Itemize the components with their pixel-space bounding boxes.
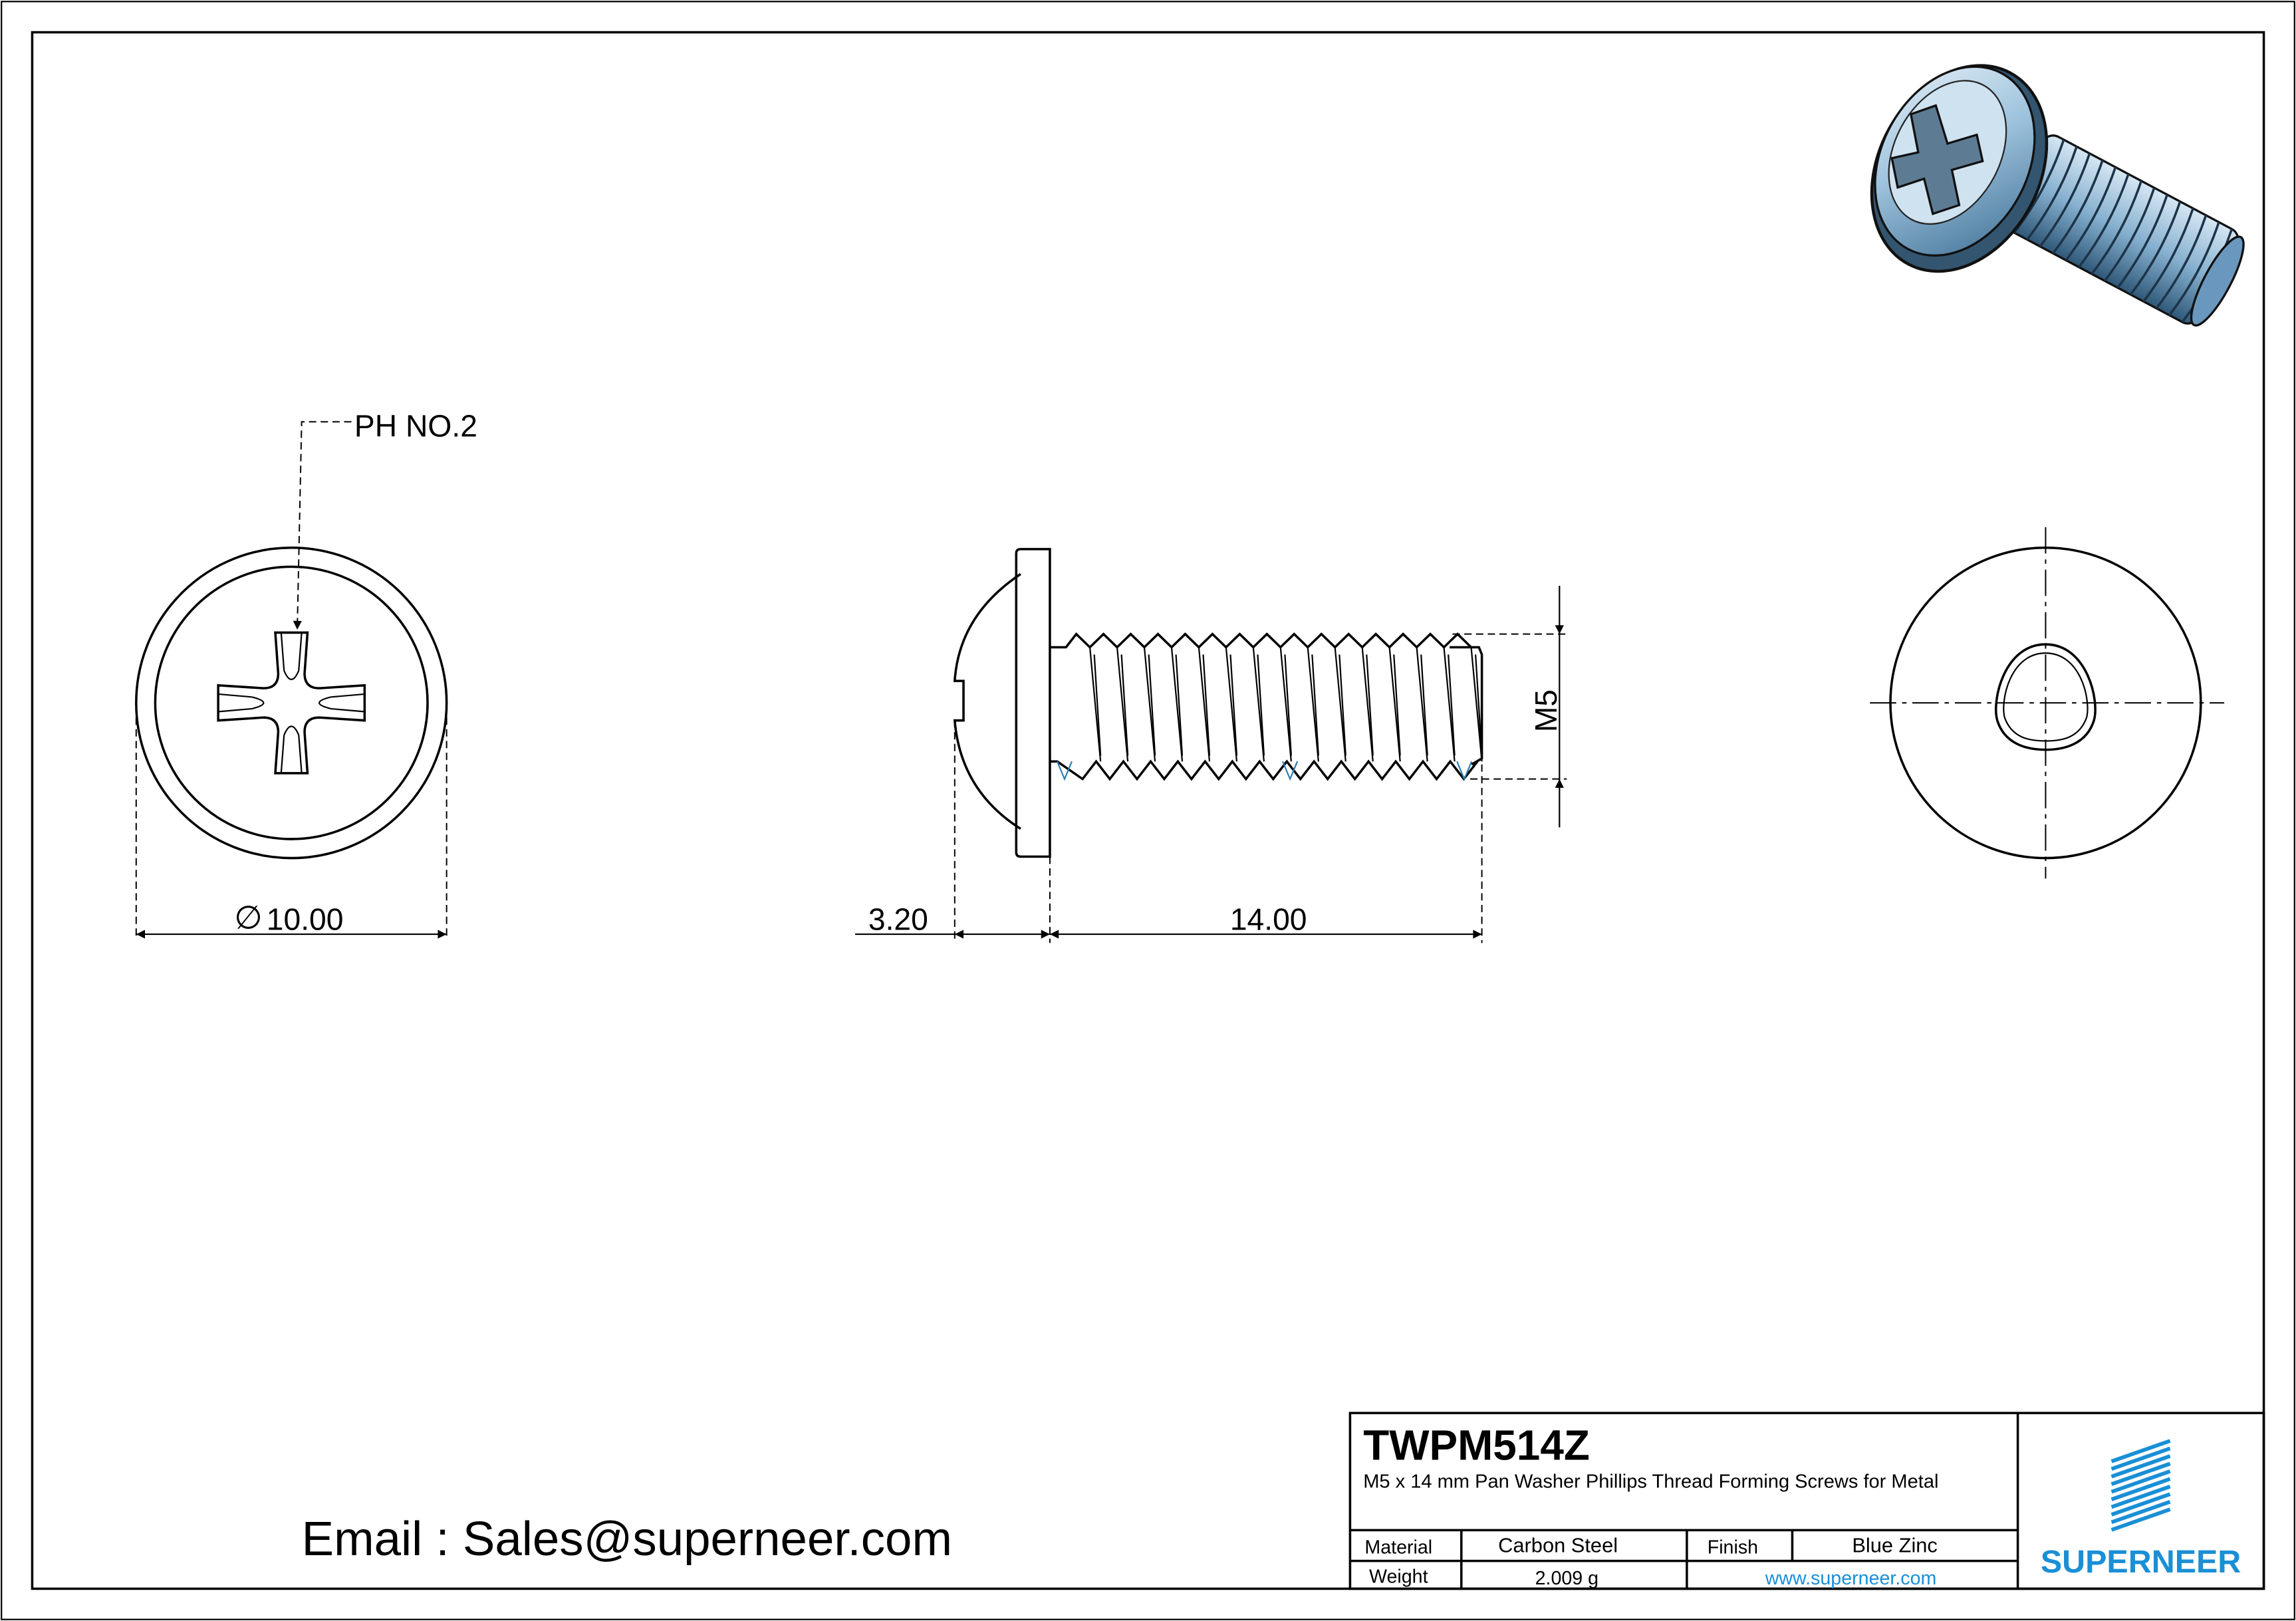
screw-3d-render xyxy=(1870,64,2245,327)
logo-stripe xyxy=(2110,1485,2171,1509)
thread-root xyxy=(1229,654,1238,756)
thread-flank xyxy=(1170,647,1184,762)
screw-side-view xyxy=(953,548,1483,858)
thread-highlight xyxy=(1056,761,1073,781)
phillips-recess xyxy=(217,631,366,775)
thread-flank xyxy=(1198,647,1211,762)
thread-flank xyxy=(1334,647,1346,762)
thread-crest-top xyxy=(1049,632,1472,649)
drive-callout: PH NO.2 xyxy=(354,408,477,443)
render-thread xyxy=(2052,160,2104,255)
thread-root xyxy=(1366,654,1374,756)
part-description: M5 x 14 mm Pan Washer Phillips Thread Fo… xyxy=(1363,1471,1938,1493)
finish-value: Blue Zinc xyxy=(1852,1533,1938,1557)
point-end-view xyxy=(1870,527,2225,879)
finish-label: Finish xyxy=(1708,1537,1758,1559)
drive-leader-line xyxy=(293,421,352,630)
thread-root xyxy=(1448,654,1456,756)
title-block xyxy=(1348,1412,2265,1590)
part-number: TWPM514Z xyxy=(1363,1422,1590,1469)
logo-stripe xyxy=(2110,1492,2171,1517)
thread-root xyxy=(1420,654,1428,756)
thread-flank xyxy=(1088,647,1102,762)
sheet-frame xyxy=(31,31,2265,1590)
thread-root xyxy=(1202,654,1211,756)
thread-root xyxy=(1093,654,1102,756)
logo-stripe xyxy=(2110,1477,2171,1501)
render-thread xyxy=(2168,221,2220,316)
superneer-logo-icon xyxy=(2110,1439,2171,1532)
thread-crest-bottom xyxy=(1049,759,1479,781)
render-thread xyxy=(2065,166,2117,261)
thread-flank xyxy=(1116,647,1129,762)
thread-flank xyxy=(1416,647,1428,762)
logo-stripe xyxy=(2110,1507,2171,1532)
length-dimension: 14.00 xyxy=(1230,902,1307,936)
material-value: Carbon Steel xyxy=(1498,1533,1618,1557)
thread-flank xyxy=(1307,647,1319,762)
thread-flank xyxy=(1143,647,1156,762)
weight-label: Weight xyxy=(1369,1566,1428,1588)
logo-stripe xyxy=(2110,1439,2171,1463)
contact-email[interactable]: Email : Sales@superneer.com xyxy=(302,1512,952,1566)
thread-root xyxy=(1311,654,1319,756)
logo-stripe xyxy=(2110,1461,2171,1486)
head-height-dimension: 3.20 xyxy=(868,902,928,936)
thread-flank xyxy=(1443,647,1456,762)
render-thread xyxy=(2129,201,2182,296)
weight-value: 2.009 g xyxy=(1535,1568,1598,1589)
render-thread xyxy=(2116,194,2168,289)
thread-root xyxy=(1257,654,1265,756)
thread-root xyxy=(1393,654,1401,756)
thread-dimension: M5 xyxy=(1529,689,1563,732)
logo-stripe xyxy=(2110,1469,2171,1494)
logo-wordmark: SUPERNEER xyxy=(2041,1544,2241,1580)
render-thread xyxy=(2078,174,2130,268)
thread-root xyxy=(1175,654,1184,756)
thread-highlight xyxy=(1456,761,1473,781)
render-thread xyxy=(2091,180,2142,275)
thread-flank xyxy=(1252,647,1265,762)
thread-flank xyxy=(1225,647,1238,762)
logo-stripe xyxy=(2110,1454,2171,1479)
render-thread xyxy=(2155,215,2208,309)
thread-root xyxy=(1284,654,1292,756)
thread-flank xyxy=(1470,647,1483,762)
render-thread xyxy=(2142,207,2194,303)
head-top-view xyxy=(135,546,448,860)
diameter-symbol: ∅ xyxy=(234,900,262,935)
render-thread xyxy=(2103,187,2156,282)
logo-stripe xyxy=(2110,1499,2171,1525)
website-link[interactable]: www.superneer.com xyxy=(1765,1568,1937,1589)
thread-highlight xyxy=(1282,761,1299,781)
thread-flank xyxy=(1279,647,1292,762)
diameter-dimension: 10.00 xyxy=(267,902,344,936)
thread-root xyxy=(1339,654,1346,756)
thread-flank xyxy=(1388,647,1401,762)
render-thread xyxy=(2026,146,2078,241)
thread-root xyxy=(1148,654,1156,756)
thread-flank xyxy=(1361,647,1374,762)
material-label: Material xyxy=(1364,1537,1432,1559)
logo-stripe xyxy=(2110,1446,2171,1471)
thread-root xyxy=(1120,654,1129,756)
render-thread xyxy=(2039,153,2091,247)
